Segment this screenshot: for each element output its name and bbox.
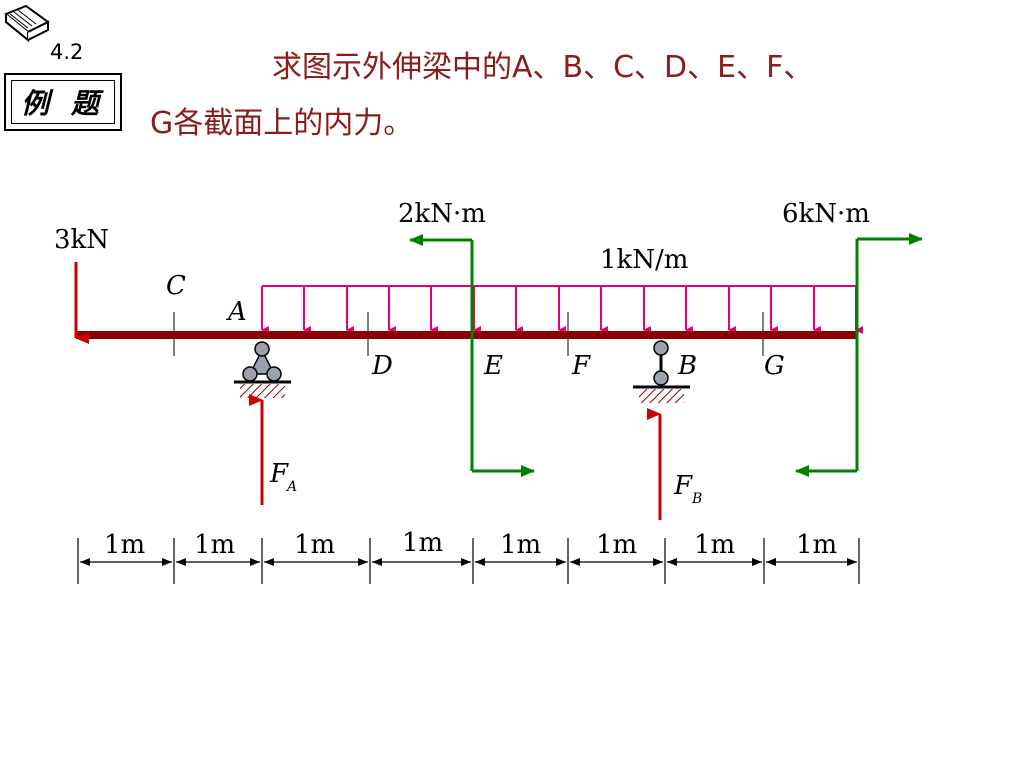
dimension-line: [77, 538, 860, 584]
reaction-fb-label: F: [673, 471, 693, 501]
dimension-label: 1m: [194, 530, 235, 560]
moment-left: [409, 234, 535, 477]
pin-support-a: [234, 341, 291, 398]
reaction-fa-label: F: [269, 459, 289, 489]
problem-line-1: 求图示外伸梁中的A、B、C、D、E、F、: [272, 50, 814, 85]
section-label-e: E: [483, 351, 503, 381]
point-force-label: 3kN: [54, 225, 109, 255]
section-label-f: F: [571, 351, 591, 381]
section-label-b: B: [677, 351, 697, 381]
dimension-label: 1m: [402, 528, 443, 558]
dimension-label: 1m: [796, 530, 837, 560]
distributed-load: [261, 285, 863, 334]
example-number: 4.2: [50, 40, 84, 64]
section-label-a: A: [226, 297, 247, 327]
problem-line-2: G各截面上的内力。: [150, 106, 414, 141]
reaction-fb-subscript: B: [691, 491, 702, 507]
section-label-c: C: [166, 271, 186, 301]
beam: [76, 331, 858, 339]
dimension-label: 1m: [694, 530, 735, 560]
example-badge: 例 题: [4, 73, 122, 131]
distributed-load-label: 1kN/m: [600, 245, 688, 275]
section-label-d: D: [371, 351, 393, 381]
moment-right-label: 6kN·m: [782, 199, 870, 229]
book-icon: [4, 4, 50, 43]
dimension-label: 1m: [500, 530, 541, 560]
example-label: 例 题: [11, 80, 115, 124]
roller-support-b: [633, 340, 690, 403]
dimension-label: 1m: [294, 530, 335, 560]
reaction-fa-subscript: A: [285, 479, 297, 495]
moment-right: [795, 233, 923, 477]
section-label-g: G: [764, 351, 785, 381]
dimension-label: 1m: [596, 530, 637, 560]
moment-left-label: 2kN·m: [398, 199, 486, 229]
dimension-label: 1m: [104, 530, 145, 560]
